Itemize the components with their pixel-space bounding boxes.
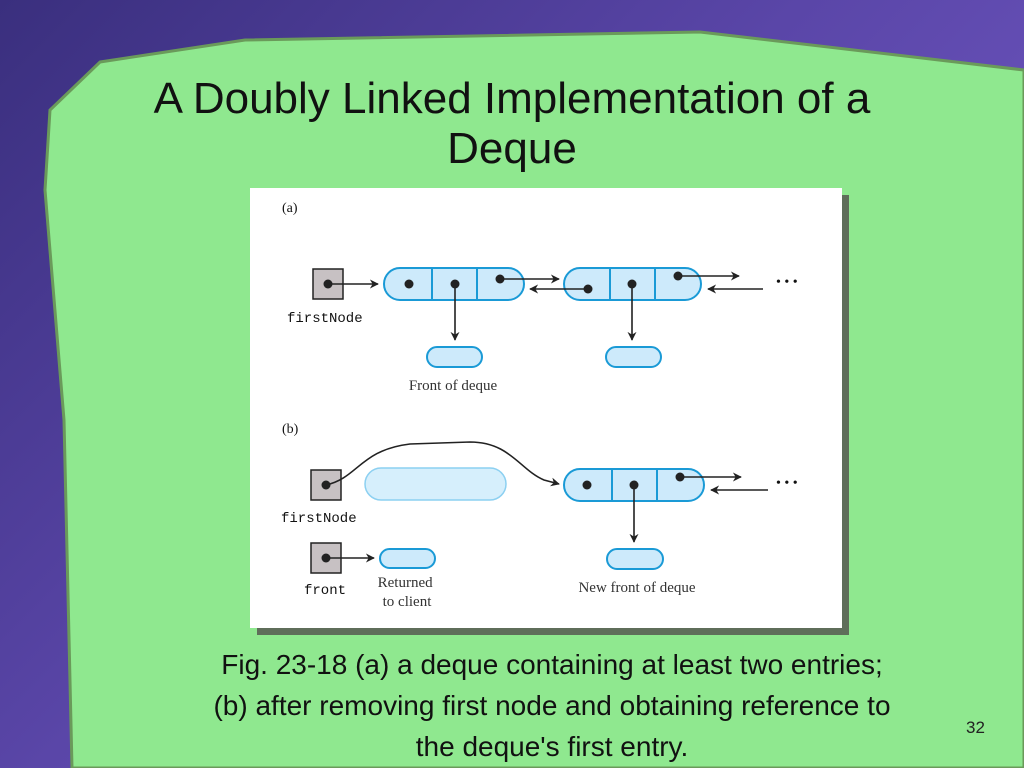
first-node-pointer-box-b — [310, 469, 342, 501]
caption-line-2: (b) after removing first node and obtain… — [213, 690, 891, 721]
slide-number: 32 — [966, 718, 985, 737]
first-node-label-b: firstNode — [281, 511, 357, 527]
ellipsis-a: • • • — [776, 275, 798, 290]
returned-label: Returned to client — [378, 575, 437, 610]
first-node-bypass-arrow — [325, 441, 560, 487]
caption-line-3: the deque's first entry. — [415, 731, 689, 762]
returned-entry — [379, 548, 436, 569]
caption-line-1: Fig. 23-18 (a) a deque containing at lea… — [221, 649, 883, 680]
new-front-entry — [606, 548, 664, 570]
deque-figure: (a) firstNode Front of deque • • • (b) — [250, 188, 842, 628]
panel-b-label: (b) — [282, 422, 299, 437]
returned-label-line-2: to client — [383, 594, 433, 610]
new-front-of-deque-label: New front of deque — [578, 580, 695, 596]
panel-a-label: (a) — [282, 201, 298, 216]
front-of-deque-label: Front of deque — [409, 378, 498, 394]
figure-caption: Fig. 23-18 (a) a deque containing at lea… — [120, 644, 984, 767]
title-line-2: Deque — [447, 124, 577, 173]
front-var-label: front — [304, 583, 346, 599]
new-first-node-prev-dot — [582, 480, 592, 490]
entry-2 — [605, 346, 662, 368]
deque-diagram: (a) firstNode Front of deque • • • (b) — [281, 201, 798, 610]
node-1-prev-dot — [404, 279, 414, 289]
slide-title: A Doubly Linked Implementation of a Dequ… — [80, 74, 944, 174]
title-line-1: A Doubly Linked Implementation of a — [153, 74, 871, 123]
removed-node — [364, 467, 507, 501]
first-node-label-a: firstNode — [287, 311, 363, 327]
returned-label-line-1: Returned — [378, 575, 433, 591]
ellipsis-b: • • • — [776, 476, 798, 491]
entry-1 — [426, 346, 483, 368]
